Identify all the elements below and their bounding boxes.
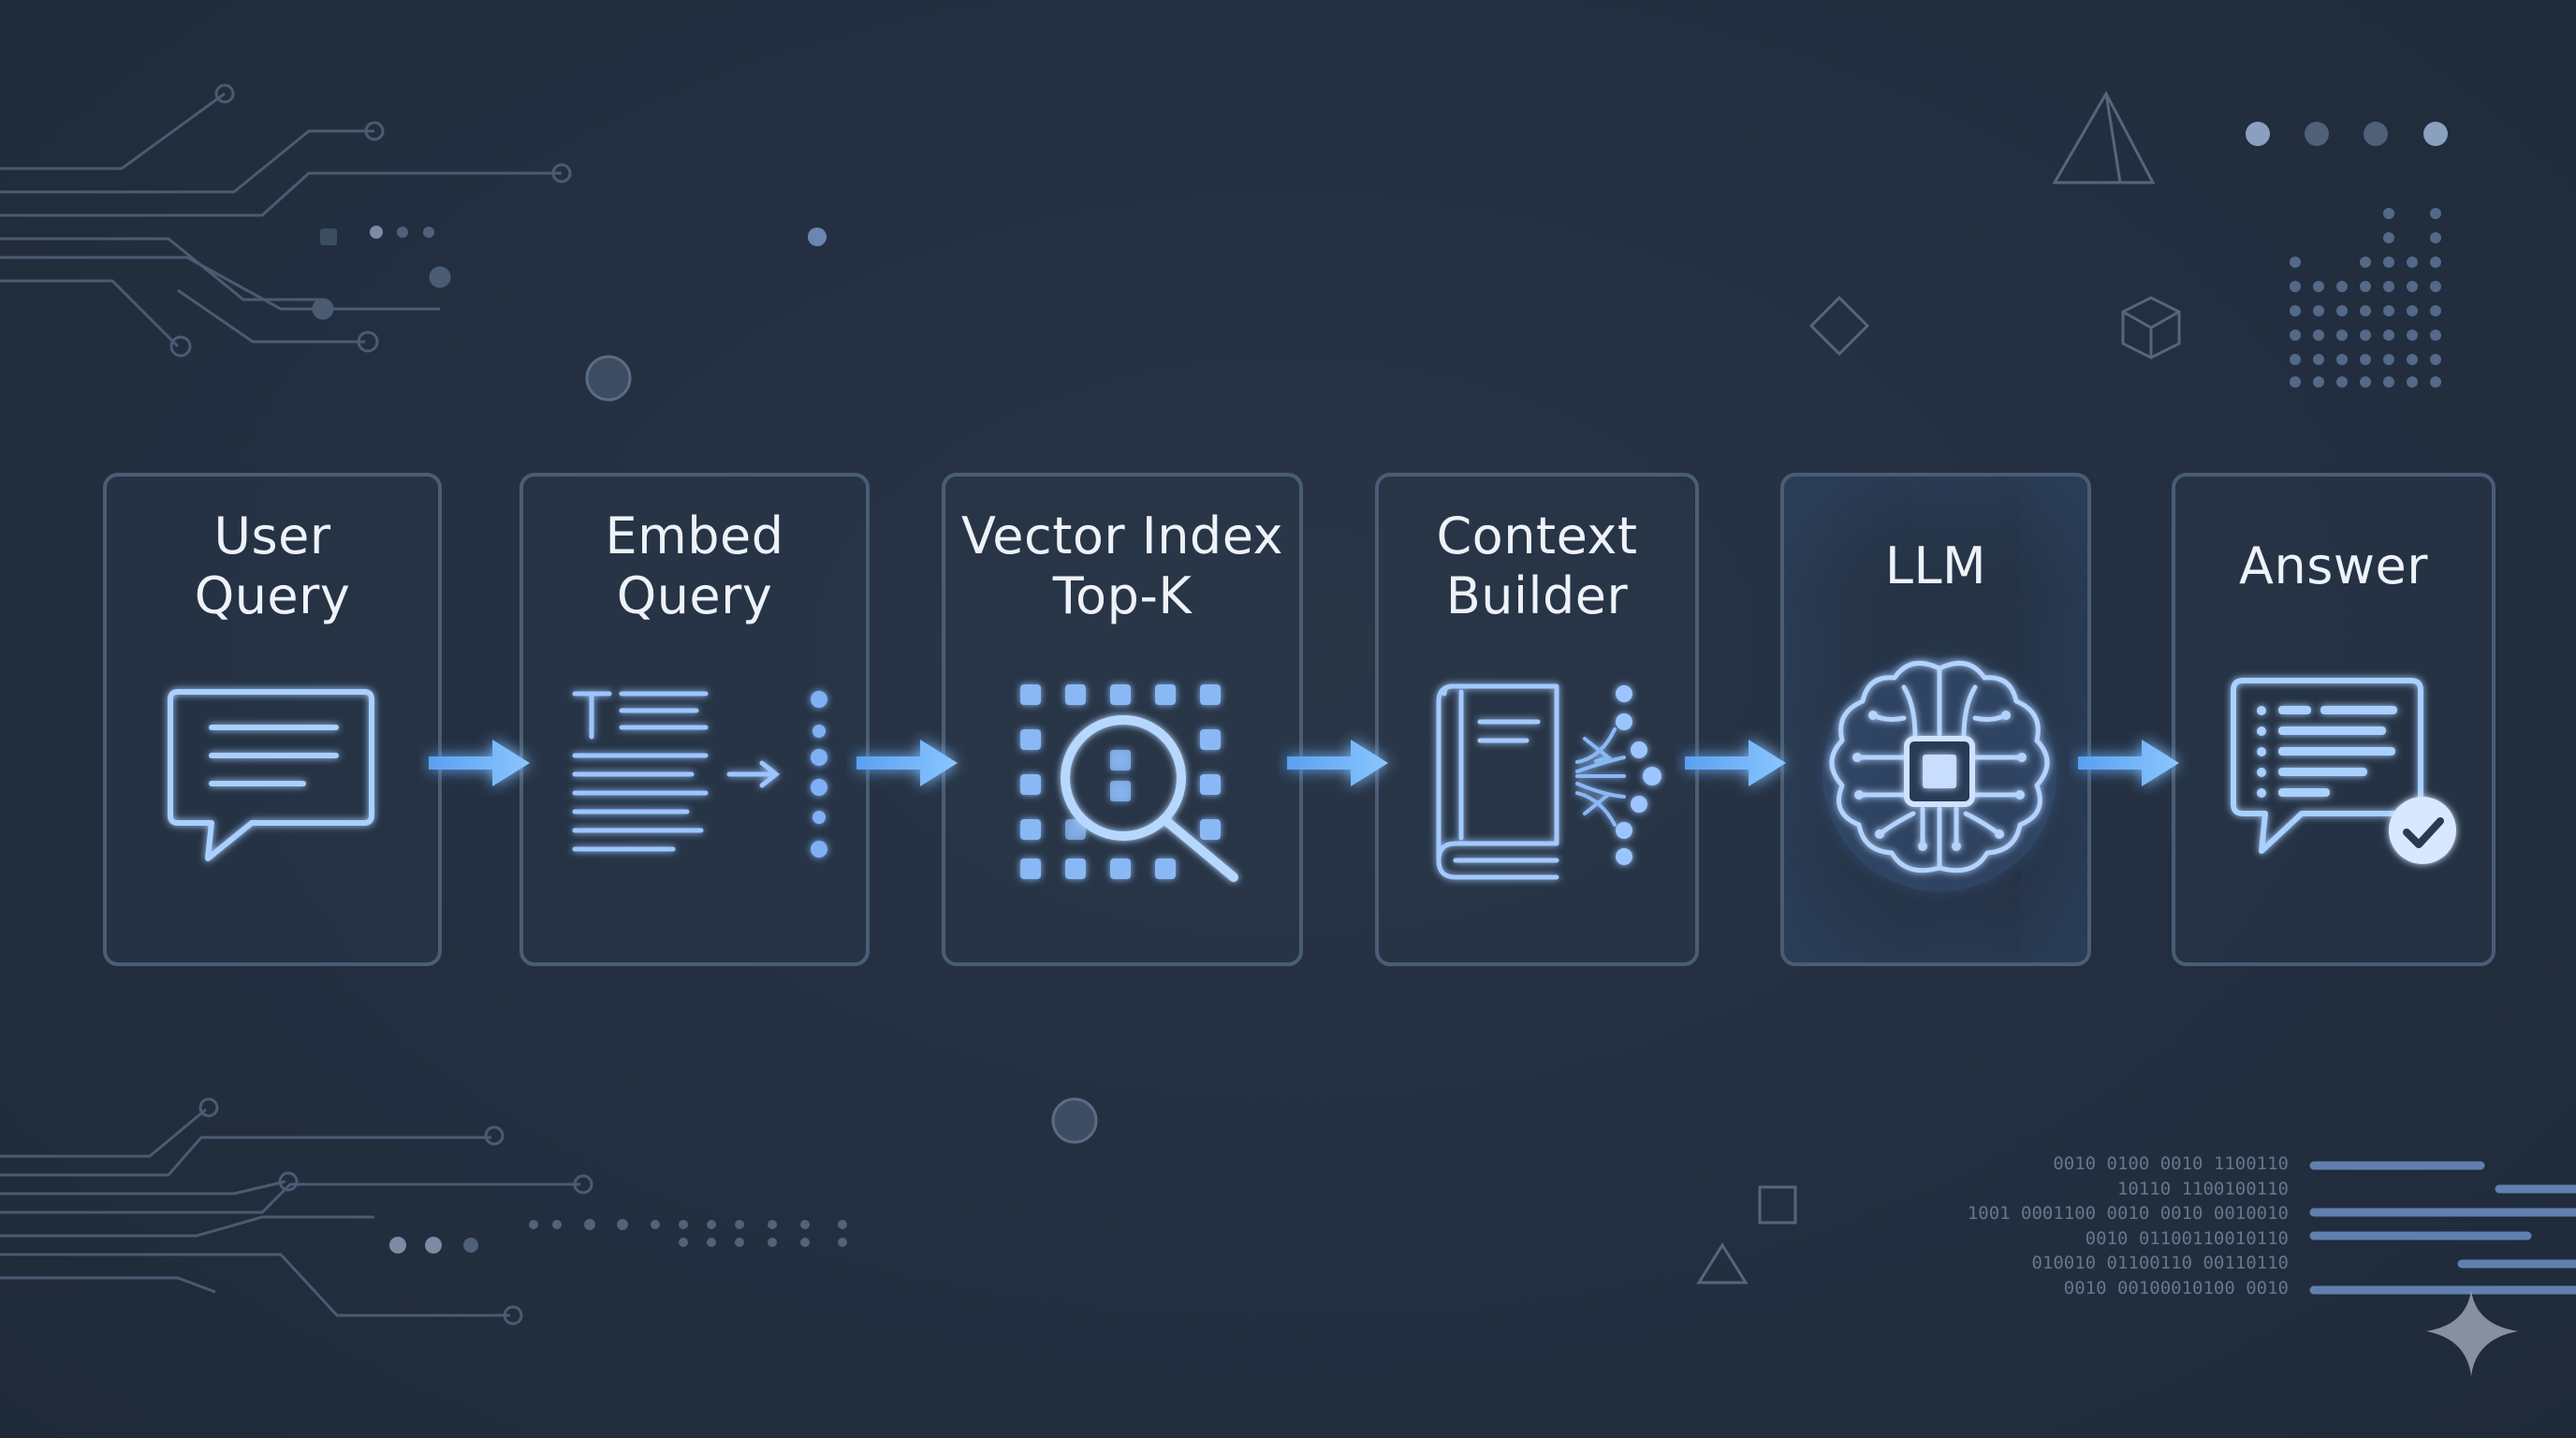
flow-arrow (429, 740, 530, 786)
stage-title: LLM (1884, 536, 1987, 595)
stage-title: Context Builder (1436, 506, 1638, 625)
flow-arrow (856, 740, 958, 786)
flow-arrow (1287, 740, 1388, 786)
vector-grid-search-icon (1020, 684, 1238, 882)
stage-vector-index-top-k: Vector Index Top-K (942, 473, 1303, 966)
stage-context-builder: Context Builder (1375, 473, 1699, 966)
brain-chip-icon (1822, 657, 2056, 891)
stage-user-query: User Query (103, 473, 442, 966)
flow-arrow (1685, 740, 1786, 786)
stage-title: Vector Index Top-K (961, 506, 1283, 625)
stage-title: User Query (194, 506, 351, 625)
text-embedding-icon (572, 691, 827, 858)
binary-line: 10110 1100100110 (2116, 1178, 2289, 1199)
binary-line: 0010 0100 0010 1100110 (2053, 1153, 2289, 1174)
stage-title: Answer (2239, 536, 2428, 595)
stage-answer: Answer (2172, 473, 2496, 966)
flow-arrow (2078, 740, 2179, 786)
answer-chat-check-icon (2231, 678, 2456, 864)
binary-line: 0010 00100010100 0010 (2063, 1277, 2289, 1299)
binary-text-block: 0010 0100 0010 1100110 10110 1100100110 … (1872, 1152, 2289, 1300)
binary-line: 010010 01100110 00110110 (2031, 1253, 2289, 1273)
book-fanout-icon (1436, 683, 1661, 880)
stage-llm: LLM (1780, 473, 2091, 966)
stage-title: Embed Query (605, 506, 784, 625)
chat-bubble-icon (168, 689, 374, 861)
binary-line: 1001 0001100 0010 0010 0010010 (1967, 1203, 2289, 1224)
stage-embed-query: Embed Query (520, 473, 870, 966)
binary-line: 0010 01100110010110 (2085, 1227, 2289, 1249)
